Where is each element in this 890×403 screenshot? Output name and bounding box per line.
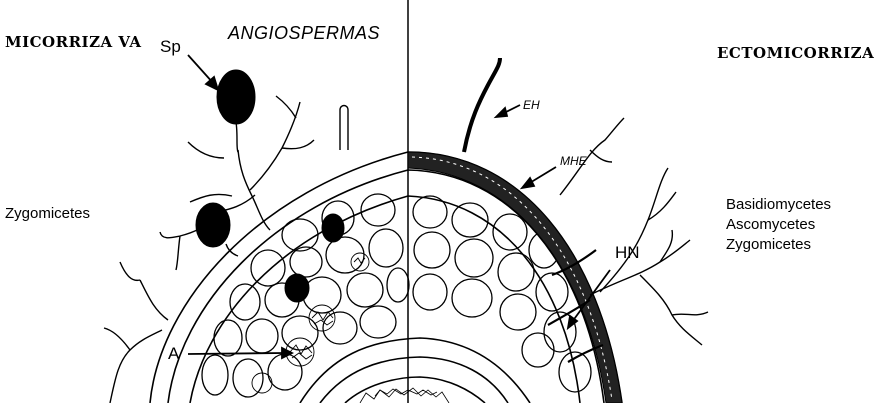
spore-sp <box>217 70 255 124</box>
diagram-title: ANGIOSPERMAS <box>228 23 380 44</box>
label-mhe: MHE <box>560 154 587 168</box>
right-fungi-item: Ascomycetes <box>726 215 831 235</box>
right-heading: ECTOMICORRIZA <box>717 44 874 62</box>
left-heading: MICORRIZA VA <box>5 33 142 51</box>
label-a: A <box>168 344 179 364</box>
left-fungi-item: Zygomicetes <box>5 204 90 224</box>
right-fungi-item: Zygomicetes <box>726 235 831 255</box>
left-fungi-list: Zygomicetes <box>5 204 90 224</box>
a-arrow <box>188 353 285 354</box>
extraradical-hyphae-left <box>104 96 348 403</box>
arbuscules <box>252 253 369 393</box>
vesicles-spores <box>196 70 344 302</box>
cortex-cells-right <box>413 196 591 392</box>
label-sp: Sp <box>160 37 181 57</box>
stele-texture <box>360 388 449 403</box>
right-fungi-list: Basidiomycetes Ascomycetes Zygomicetes <box>726 195 831 255</box>
right-fungi-item: Basidiomycetes <box>726 195 831 215</box>
label-eh: EH <box>523 98 540 112</box>
emanating-hypha <box>464 58 500 152</box>
root-tissue <box>150 152 622 403</box>
epidermis-inner <box>168 170 604 403</box>
label-hn: HN <box>615 243 640 263</box>
epidermis-outer <box>150 152 622 403</box>
